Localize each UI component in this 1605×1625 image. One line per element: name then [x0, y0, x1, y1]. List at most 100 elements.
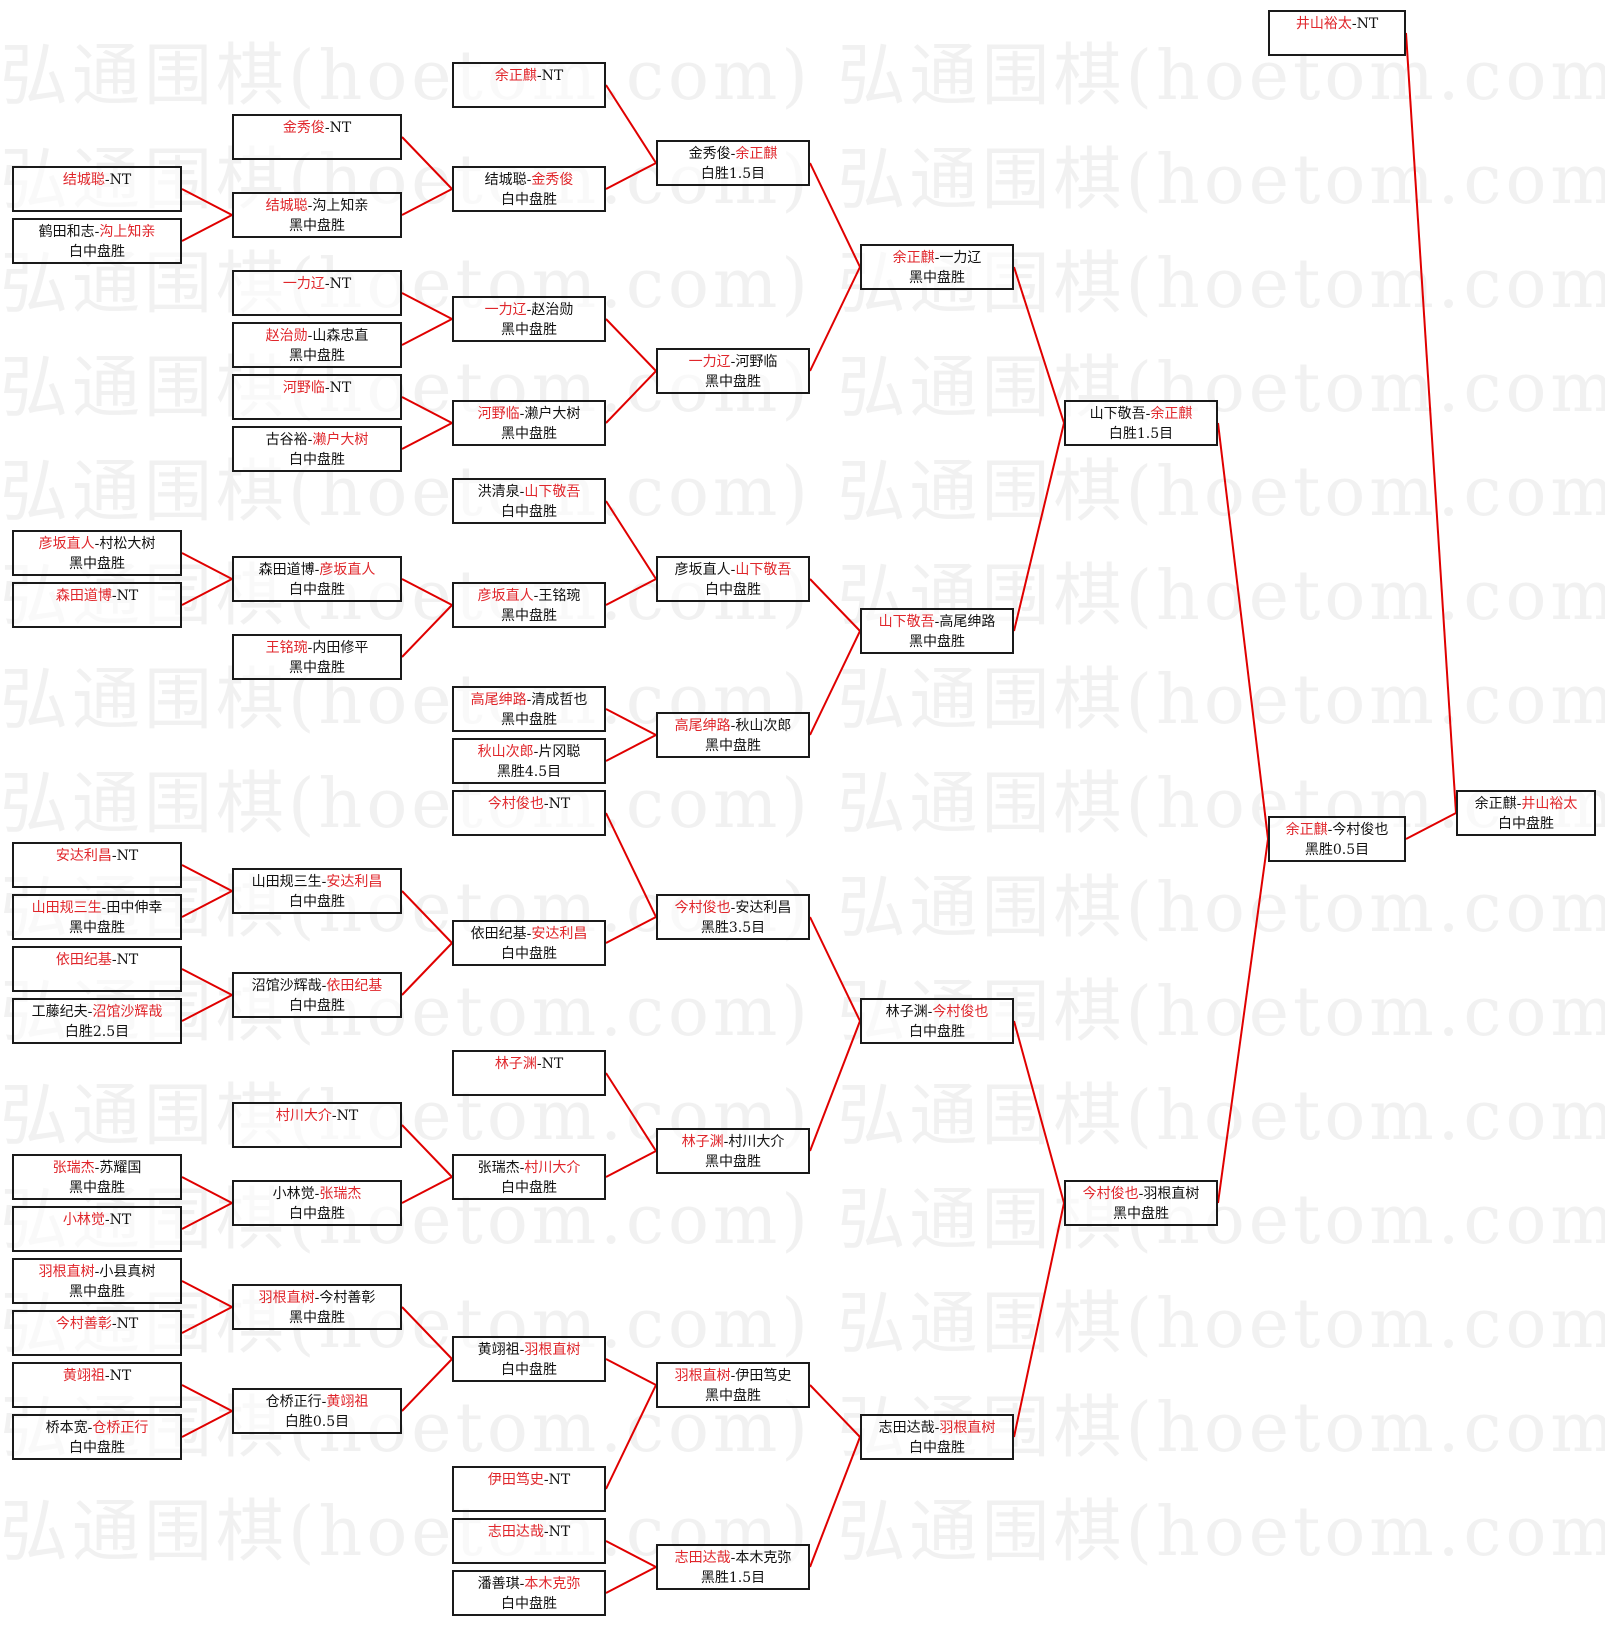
player-white: 沟上知亲 [99, 224, 156, 240]
match-box: 秋山次郎-片冈聪黑胜4.5目 [452, 738, 606, 784]
player-white: NT [336, 1108, 359, 1124]
versus-dash: - [324, 120, 330, 136]
player-black: 彦坂直人 [477, 588, 534, 604]
player-black: 赵治勋 [265, 328, 308, 344]
match-box: 森田道博-NT [12, 582, 182, 628]
match-box: 林子渊-村川大介黑中盘胜 [656, 1128, 810, 1174]
bracket-connector [1217, 422, 1269, 840]
player-white: 黄翊祖 [326, 1394, 369, 1410]
match-box: 伊田笃史-NT [452, 1466, 606, 1512]
match-box: 金秀俊-NT [232, 114, 402, 160]
player-black: 潘善琪 [477, 1576, 520, 1592]
versus-dash: - [1516, 796, 1522, 812]
player-white: NT [329, 120, 352, 136]
match-result: 白中盘胜 [1498, 816, 1554, 832]
bracket-connector [401, 318, 453, 346]
player-white: 山森忠直 [312, 328, 369, 344]
match-players: 河野临-NT [283, 380, 351, 396]
match-result: 黑中盘胜 [909, 634, 965, 650]
versus-dash: - [314, 1290, 320, 1306]
match-result: 白中盘胜 [289, 582, 345, 598]
bracket-connector [1405, 812, 1457, 840]
versus-dash: - [730, 354, 736, 370]
match-players: 今村善彰-NT [56, 1316, 138, 1332]
bracket-connector [605, 162, 657, 190]
match-result: 白中盘胜 [289, 998, 345, 1014]
bracket-connector [809, 266, 861, 372]
versus-dash: - [730, 562, 736, 578]
player-black: 金秀俊 [282, 120, 325, 136]
versus-dash: - [533, 744, 539, 760]
versus-dash: - [104, 172, 110, 188]
player-black: 结城聪 [484, 172, 527, 188]
player-black: 河野临 [477, 406, 520, 422]
match-result: 白中盘胜 [705, 582, 761, 598]
bracket-connector [605, 1384, 657, 1490]
bracket-connector [401, 942, 453, 996]
player-white: 依田纪基 [326, 978, 383, 994]
match-result: 黑中盘胜 [705, 1154, 761, 1170]
match-box: 张瑞杰-村川大介白中盘胜 [452, 1154, 606, 1200]
match-players: 一力辽-NT [283, 276, 351, 292]
match-result: 白中盘胜 [501, 504, 557, 520]
match-result: 黑中盘胜 [1113, 1206, 1169, 1222]
bracket-connector [401, 292, 453, 320]
versus-dash: - [519, 1576, 525, 1592]
match-result: 黑中盘胜 [289, 660, 345, 676]
player-black: 森田道博 [55, 588, 112, 604]
match-players: 志田达哉-羽根直树 [879, 1420, 996, 1436]
bracket-connector [1013, 266, 1065, 424]
bracket-connector [181, 552, 233, 580]
player-black: 仓桥正行 [265, 1394, 322, 1410]
bracket-connector [401, 890, 453, 944]
match-players: 安达利昌-NT [56, 848, 138, 864]
match-box: 小林觉-NT [12, 1206, 182, 1252]
player-white: 赵治勋 [531, 302, 574, 318]
match-players: 彦坂直人-村松大树 [39, 536, 156, 552]
player-white: NT [116, 588, 139, 604]
match-players: 小林觉-张瑞杰 [273, 1186, 362, 1202]
match-box: 林子渊-NT [452, 1050, 606, 1096]
bracket-connector [809, 162, 861, 268]
match-players: 依田纪基-NT [56, 952, 138, 968]
player-black: 山田规三生 [251, 874, 322, 890]
match-players: 羽根直树-今村善彰 [259, 1290, 376, 1306]
player-black: 洪清泉 [477, 484, 520, 500]
bracket-connector [181, 1202, 233, 1230]
player-black: 余正麒 [494, 68, 537, 84]
match-players: 山下敬吾-余正麒 [1090, 406, 1193, 422]
bracket-connector [401, 188, 453, 216]
match-result: 白中盘胜 [501, 946, 557, 962]
bracket-connector [181, 1280, 233, 1308]
player-black: 井山裕太 [1295, 16, 1352, 32]
match-box: 依田纪基-安达利昌白中盘胜 [452, 920, 606, 966]
bracket-connector [401, 1124, 453, 1178]
player-black: 秋山次郎 [477, 744, 534, 760]
versus-dash: - [1351, 16, 1357, 32]
match-box: 结城聪-NT [12, 166, 182, 212]
match-players: 森田道博-NT [56, 588, 138, 604]
match-box: 高尾绅路-秋山次郎黑中盘胜 [656, 712, 810, 758]
versus-dash: - [1138, 1186, 1144, 1202]
versus-dash: - [94, 536, 100, 552]
player-white: NT [548, 1472, 571, 1488]
player-black: 山田规三生 [31, 900, 102, 916]
match-box: 潘善琪-本木克弥白中盘胜 [452, 1570, 606, 1616]
match-players: 余正麒-今村俊也 [1286, 822, 1389, 838]
bracket-connector [401, 578, 453, 606]
versus-dash: - [101, 900, 107, 916]
match-players: 山田规三生-田中伸幸 [32, 900, 163, 916]
match-result: 黑胜3.5目 [700, 920, 766, 936]
versus-dash: - [314, 562, 320, 578]
versus-dash: - [526, 172, 532, 188]
player-black: 结城聪 [62, 172, 105, 188]
bracket-connector [605, 84, 657, 164]
match-players: 余正麒-一力辽 [893, 250, 982, 266]
match-players: 仓桥正行-黄翊祖 [266, 1394, 369, 1410]
player-white: 山下敬吾 [524, 484, 581, 500]
match-box: 森田道博-彦坂直人白中盘胜 [232, 556, 402, 602]
player-white: 沼馆沙辉哉 [92, 1004, 163, 1020]
player-black: 山下敬吾 [878, 614, 935, 630]
match-box: 小林觉-张瑞杰白中盘胜 [232, 1180, 402, 1226]
match-players: 彦坂直人-王铭琬 [478, 588, 581, 604]
